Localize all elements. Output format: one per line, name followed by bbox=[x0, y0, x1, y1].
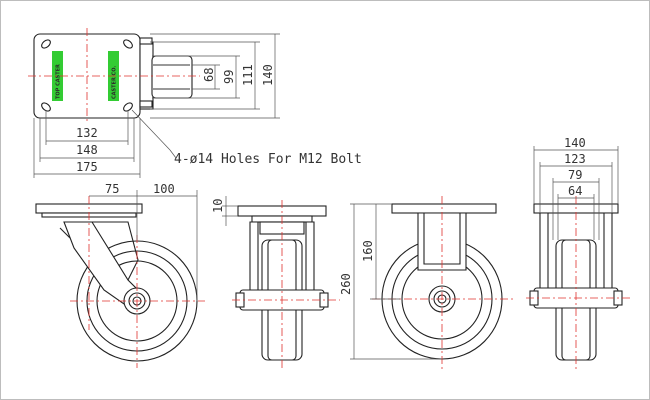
dim-75: 75 bbox=[105, 182, 119, 196]
side-view-rigid bbox=[350, 196, 515, 370]
dim-10: 10 bbox=[211, 199, 225, 213]
dim-68: 68 bbox=[202, 68, 216, 82]
dim-front-140: 140 bbox=[564, 136, 586, 150]
rigid-plate bbox=[391, 203, 497, 214]
dim-148: 148 bbox=[76, 143, 98, 157]
stamp-right-text: CASTER CO. bbox=[112, 66, 118, 99]
dim-111: 111 bbox=[241, 64, 255, 86]
bolt-head bbox=[139, 100, 153, 108]
bolt-head bbox=[139, 37, 153, 45]
dim-132: 132 bbox=[76, 126, 98, 140]
dim-100: 100 bbox=[153, 182, 175, 196]
wheel-top bbox=[151, 55, 193, 99]
front-view-swivel bbox=[222, 196, 340, 368]
dim-175: 175 bbox=[76, 160, 98, 174]
dim-front-64: 64 bbox=[568, 184, 582, 198]
fork-leg-right bbox=[305, 221, 315, 291]
rigid-leg-right bbox=[603, 212, 613, 289]
fork-side bbox=[139, 41, 154, 110]
front-view-rigid bbox=[526, 146, 630, 370]
mount-hole bbox=[41, 39, 51, 49]
dim-front-123: 123 bbox=[564, 152, 586, 166]
dim-160: 160 bbox=[361, 240, 375, 262]
dim-99: 99 bbox=[222, 70, 236, 84]
mount-hole bbox=[123, 102, 133, 112]
fork-leg-left bbox=[249, 221, 259, 291]
dim-260: 260 bbox=[339, 273, 353, 295]
side-view-swivel bbox=[35, 190, 205, 368]
top-view: TOP CASTER CASTER CO. bbox=[28, 28, 280, 178]
rigid-leg-left bbox=[539, 212, 549, 289]
mount-hole bbox=[41, 102, 51, 112]
rigid-bracket bbox=[417, 212, 467, 271]
dim-140: 140 bbox=[261, 64, 275, 86]
dim-front-79: 79 bbox=[568, 168, 582, 182]
stamp-left-text: TOP CASTER bbox=[56, 64, 62, 99]
hole-note: 4-ø14 Holes For M12 Bolt bbox=[174, 152, 362, 167]
stamp-left bbox=[52, 51, 63, 101]
mount-hole bbox=[123, 39, 133, 49]
